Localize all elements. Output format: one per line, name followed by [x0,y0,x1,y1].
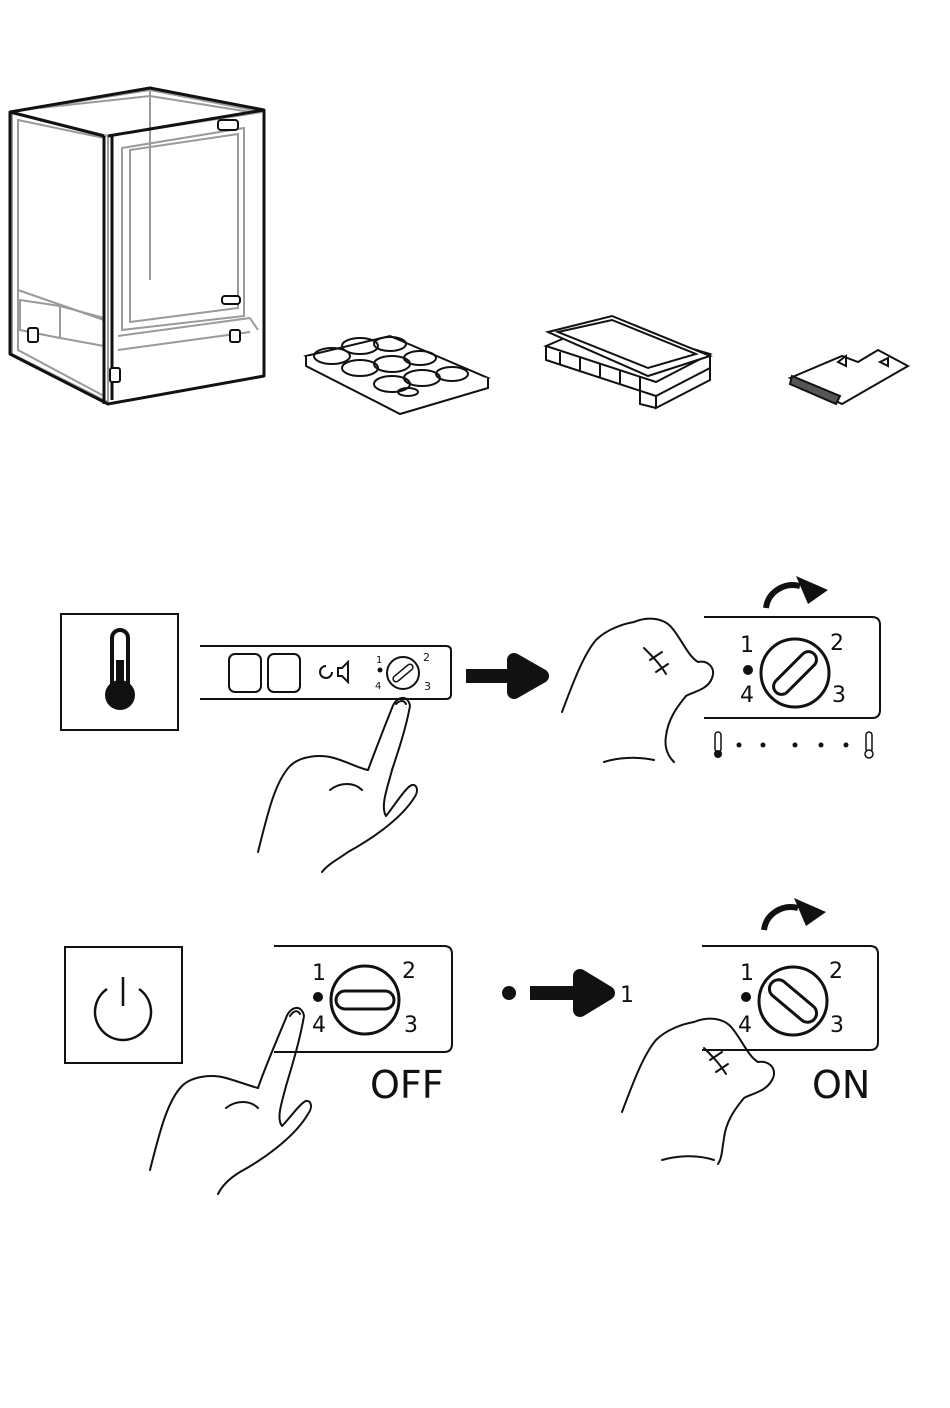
panel-temperature-dial[interactable]: 1 2 3 4 [375,651,431,693]
on-panel: 1 2 3 4 ON [702,898,878,1107]
zoom-dial-label-3: 3 [832,683,846,708]
ice-scraper-illustration [790,350,908,404]
arrow-right-icon [466,660,542,692]
turning-hand-illustration-2 [622,1019,774,1164]
power-setting-row: 1 2 3 4 OFF 1 1 2 [65,898,878,1194]
off-position-dot [502,986,516,1000]
ice-mould-tray-illustration [306,336,488,414]
on-dial-label-3: 3 [830,1013,844,1038]
appliance-illustration [10,88,264,404]
pointing-hand-illustration [258,698,417,872]
panel-dial-label-1: 1 [376,655,382,666]
zoom-dial-label-2: 2 [830,631,844,656]
off-dial-label-1: 1 [312,961,326,986]
off-dial-label-2: 2 [402,959,416,984]
arrow-right-icon-2 [530,976,608,1010]
off-dial-label-4: 4 [312,1013,326,1038]
panel-dial-label-2: 2 [423,651,430,664]
ice-cube-tray-illustration [546,316,710,408]
off-dial-label-3: 3 [404,1013,418,1038]
zoom-dial-label-1: 1 [740,633,754,658]
off-label: OFF [370,1063,444,1107]
panel-dial-label-4: 4 [375,681,381,692]
thermometer-low-icon [714,732,722,758]
turning-hand-illustration [562,619,713,762]
control-panel: 1 2 3 4 [200,646,451,699]
on-dial-label-2: 2 [829,959,843,984]
alarm-icon [320,662,348,682]
on-dial-label-1: 1 [740,961,754,986]
on-dial-label-4: 4 [738,1013,752,1038]
transition-label: 1 [620,983,634,1008]
zoom-dial-label-4: 4 [740,683,754,708]
panel-dial-label-3: 3 [424,680,431,693]
panel-lamp-left [229,654,261,692]
rotate-clockwise-icon [766,585,800,608]
panel-lamp-right [268,654,300,692]
zoomed-temperature-dial[interactable] [761,639,829,707]
rotate-clockwise-icon-2 [764,907,798,930]
zoomed-temperature-panel: 1 2 3 4 [704,576,880,718]
thermometer-high-icon [865,732,873,758]
temperature-scale [714,732,873,758]
off-panel: 1 2 3 4 OFF [274,946,452,1107]
on-dial[interactable] [759,967,827,1035]
on-label: ON [812,1063,870,1107]
off-dial[interactable] [331,966,399,1034]
temperature-setting-row: 1 2 3 4 1 2 3 [61,576,880,872]
